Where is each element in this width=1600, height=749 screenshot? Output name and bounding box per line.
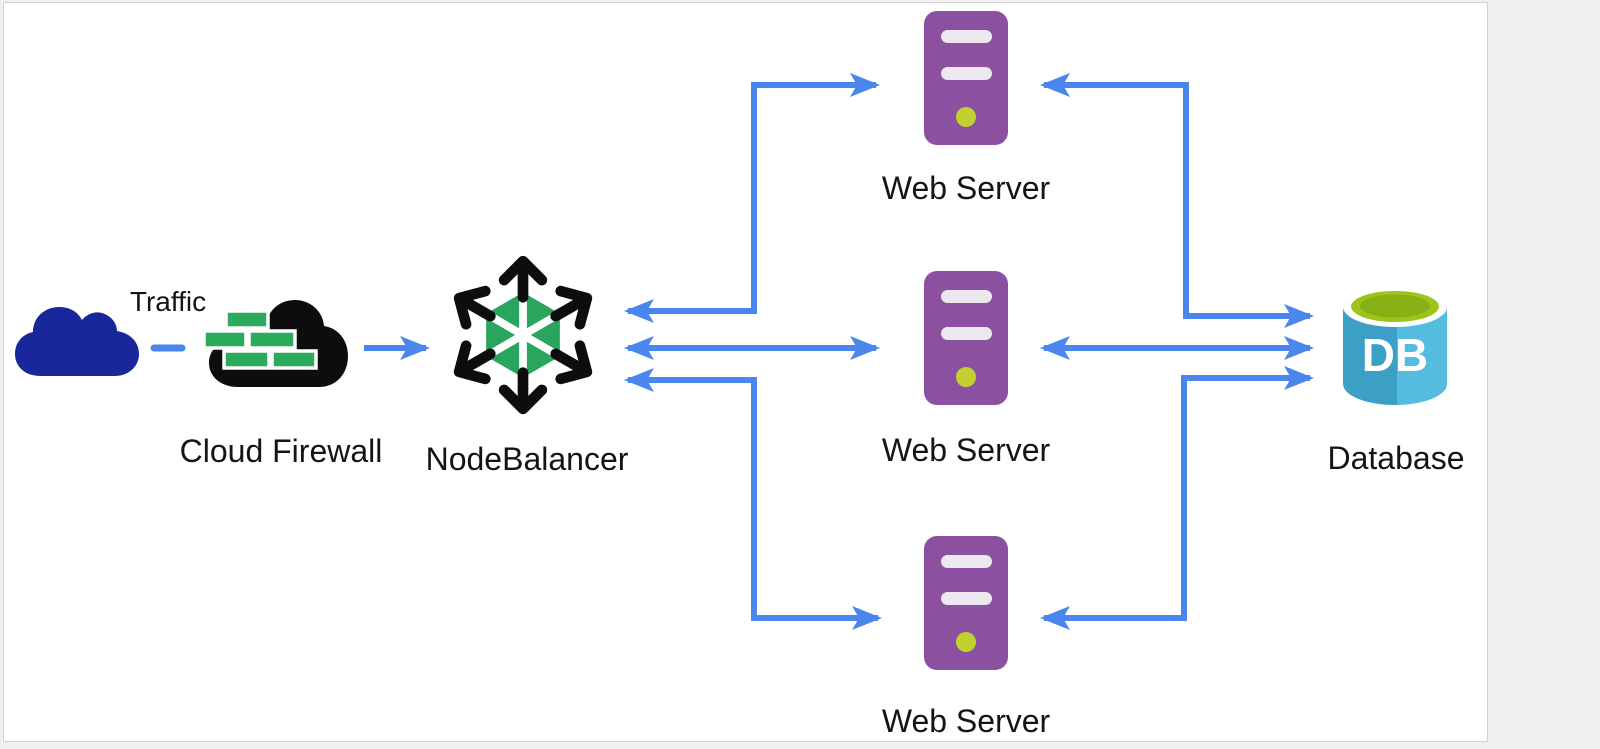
firewall-brick [270, 349, 318, 370]
node-label-webserver-bottom: Web Server [881, 703, 1051, 739]
database-cylinder-icon: DB [1343, 287, 1447, 405]
traffic-cloud-icon [15, 307, 139, 376]
connector-webserver-bottom-database [1040, 366, 1314, 630]
connector-nodebalancer-webserver-bottom [624, 368, 882, 630]
diagram-canvas: Traffic Cloud Firewall [3, 2, 1488, 742]
node-label-traffic: Traffic [129, 286, 207, 317]
server-tower-icon [924, 536, 1008, 670]
server-led [956, 107, 976, 127]
node-label-nodebalancer: NodeBalancer [425, 441, 629, 477]
node-label-firewall: Cloud Firewall [179, 433, 383, 469]
server-led [956, 367, 976, 387]
server-led [956, 632, 976, 652]
connector-nodebalancer-webserver-top [624, 73, 880, 323]
node-label-database: Database [1327, 440, 1465, 476]
connector-webserver-top-database [1040, 73, 1314, 328]
server-tower-icon [924, 11, 1008, 145]
database-badge-text: DB [1362, 329, 1428, 381]
nodebalancer-hexagon-icon [453, 255, 593, 415]
cloud-firewall-icon [202, 300, 348, 387]
node-label-webserver-top: Web Server [881, 170, 1051, 206]
firewall-brick [222, 349, 271, 370]
node-label-webserver-middle: Web Server [881, 432, 1051, 468]
firewall-brick [224, 309, 270, 330]
firewall-brick [247, 329, 297, 350]
firewall-brick [202, 329, 248, 350]
server-tower-icon [924, 271, 1008, 405]
